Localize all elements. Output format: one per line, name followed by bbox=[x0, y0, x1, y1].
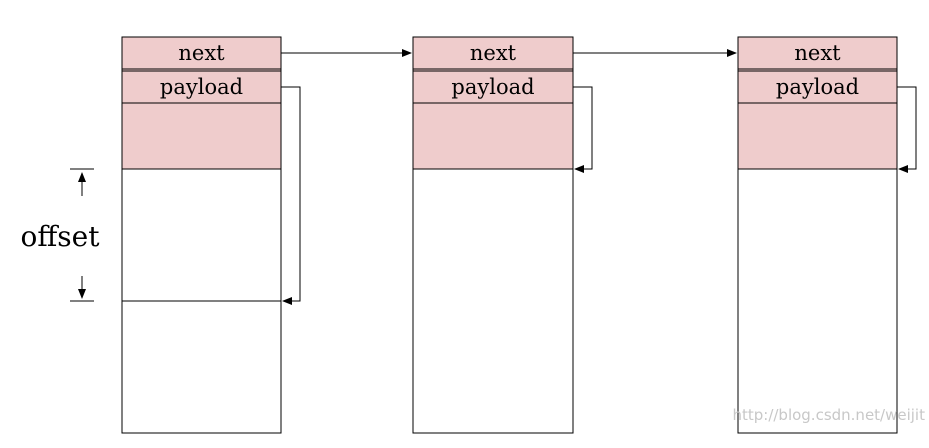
memory-block-3: next payload bbox=[737, 36, 898, 434]
watermark-url: http://blog.csdn.net/weijit bbox=[732, 406, 925, 424]
block-2-next-label: next bbox=[470, 41, 517, 65]
block-2-payload-label: payload bbox=[451, 75, 534, 99]
payload-pointer-arrow-2 bbox=[573, 86, 593, 173]
block-3-next-label: next bbox=[794, 41, 841, 65]
memory-block-1: next payload bbox=[121, 36, 282, 434]
memory-block-2: next payload bbox=[412, 36, 574, 434]
block-2-body bbox=[412, 168, 574, 434]
block-1-payload-label: payload bbox=[160, 75, 243, 99]
offset-dimension: offset bbox=[21, 168, 101, 302]
payload-pointer-arrow-3 bbox=[897, 86, 917, 173]
block-1-next-label: next bbox=[178, 41, 225, 65]
payload-pointer-arrow-1 bbox=[281, 86, 301, 305]
block-3-body bbox=[737, 168, 898, 434]
block-3-payload-label: payload bbox=[776, 75, 859, 99]
offset-label: offset bbox=[21, 220, 101, 253]
